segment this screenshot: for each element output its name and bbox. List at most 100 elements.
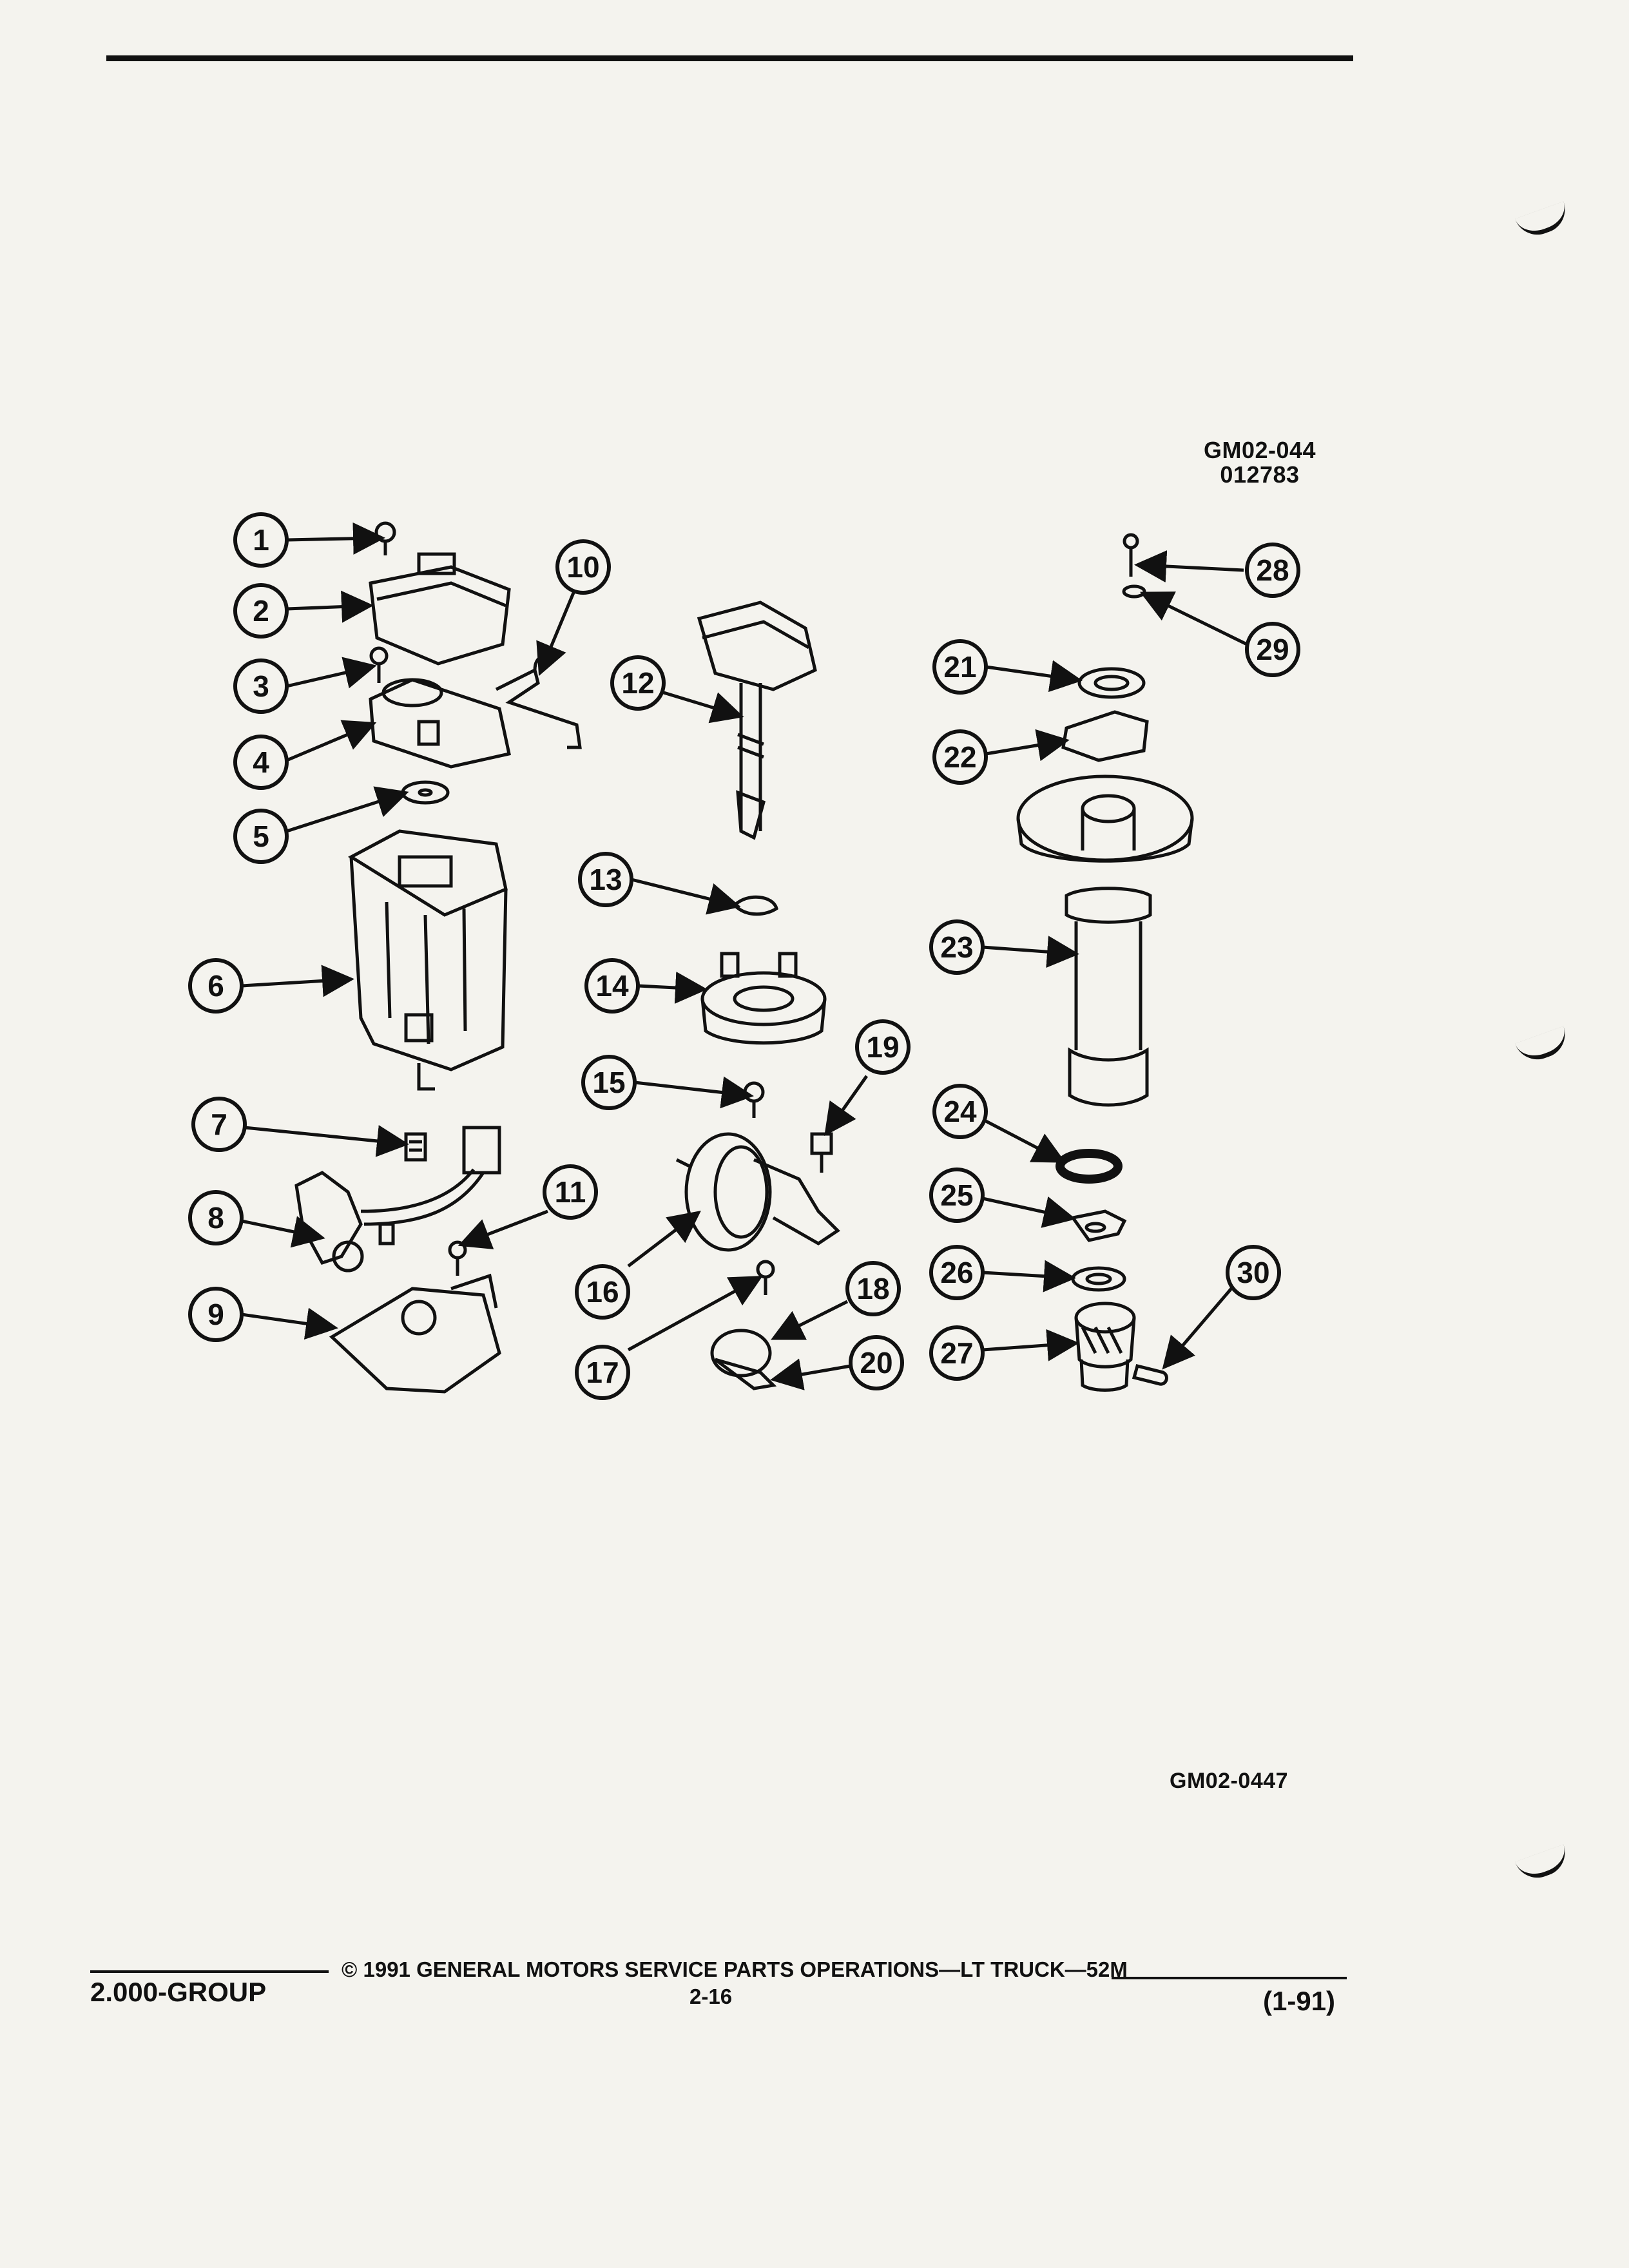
part-washer-26 (1071, 1266, 1126, 1292)
callout-4: 4 (233, 735, 289, 790)
svg-text:8: 8 (207, 1201, 224, 1235)
svg-text:19: 19 (866, 1030, 899, 1064)
callout-circles: 1 2 3 4 5 6 7 8 9 10 11 12 13 14 15 16 1… (188, 512, 1300, 1400)
callout-26: 26 (929, 1245, 985, 1300)
svg-text:20: 20 (860, 1346, 892, 1379)
callout-15: 15 (581, 1055, 637, 1110)
part-shaft-assembly-12 (697, 601, 817, 840)
part-seal-5 (401, 780, 450, 805)
callout-7: 7 (191, 1097, 247, 1152)
callout-3: 3 (233, 658, 289, 714)
svg-text:2: 2 (253, 594, 269, 628)
callout-23: 23 (929, 919, 985, 975)
svg-text:17: 17 (586, 1356, 619, 1389)
callout-27: 27 (929, 1325, 985, 1381)
part-screw-1 (374, 521, 396, 555)
svg-text:21: 21 (943, 650, 976, 684)
svg-text:27: 27 (940, 1336, 973, 1370)
part-coil-cover-2 (369, 552, 511, 666)
leader-arrows (241, 522, 1248, 1390)
callout-5: 5 (233, 809, 289, 864)
top-rule (106, 55, 1353, 61)
part-tang-washer-25 (1070, 1209, 1127, 1242)
svg-text:6: 6 (207, 969, 224, 1003)
callout-8: 8 (188, 1190, 244, 1245)
svg-text:3: 3 (253, 669, 269, 703)
footer-group: 2.000-GROUP (90, 1977, 267, 2007)
svg-text:9: 9 (207, 1298, 224, 1331)
part-connector-7 (404, 1132, 427, 1162)
svg-text:13: 13 (589, 863, 622, 896)
svg-text:10: 10 (566, 550, 599, 584)
svg-text:25: 25 (940, 1178, 973, 1212)
callout-19: 19 (855, 1019, 911, 1075)
callout-14: 14 (584, 958, 640, 1014)
part-retainer-13 (732, 895, 778, 916)
callout-12: 12 (610, 655, 666, 711)
part-roll-pin-30 (1132, 1363, 1168, 1386)
part-screw-28 (1123, 533, 1139, 577)
callout-10: 10 (555, 539, 611, 595)
svg-text:15: 15 (592, 1066, 625, 1099)
part-screw-17 (756, 1260, 775, 1295)
part-screw-11 (448, 1240, 467, 1276)
svg-text:12: 12 (621, 666, 654, 700)
callout-25: 25 (929, 1168, 985, 1223)
callout-17: 17 (575, 1345, 630, 1400)
part-distributor-cap-6 (347, 829, 508, 1091)
part-module-22 (1061, 710, 1149, 762)
part-screw-15 (743, 1081, 765, 1118)
svg-text:29: 29 (1256, 633, 1289, 666)
part-screw-3 (369, 646, 389, 683)
svg-text:18: 18 (856, 1272, 889, 1305)
figure-ref-code-top: GM02-044 012783 (1186, 438, 1334, 487)
svg-text:4: 4 (253, 745, 269, 779)
part-washer-29 (1122, 584, 1146, 599)
part-washer-21 (1077, 667, 1146, 699)
part-gear-27 (1074, 1302, 1136, 1392)
callout-21: 21 (932, 639, 988, 695)
callout-22: 22 (932, 729, 988, 785)
parts-artwork (294, 521, 1194, 1394)
callout-13: 13 (578, 852, 633, 907)
svg-text:14: 14 (595, 969, 629, 1003)
footer-rule-left (90, 1970, 329, 1973)
callout-2: 2 (233, 583, 289, 639)
figure-ref-code-bottom: GM02-0447 (1170, 1769, 1289, 1793)
svg-text:23: 23 (940, 930, 973, 964)
part-rotor-9 (329, 1273, 501, 1394)
svg-text:24: 24 (943, 1095, 977, 1128)
footer-copyright: © 1991 GENERAL MOTORS SERVICE PARTS OPER… (342, 1957, 1128, 1981)
part-pole-piece-14 (700, 952, 827, 1045)
part-ignition-coil-4 (369, 678, 511, 769)
part-washer-24 (1055, 1149, 1123, 1184)
part-module-harness-8 (294, 1126, 501, 1273)
callout-9: 9 (188, 1287, 244, 1342)
svg-text:30: 30 (1237, 1256, 1269, 1289)
callout-11: 11 (543, 1164, 598, 1220)
callout-18: 18 (845, 1261, 901, 1316)
footer-rule-right (1112, 1977, 1347, 1979)
svg-text:1: 1 (253, 523, 269, 557)
svg-text:11: 11 (555, 1175, 586, 1209)
svg-text:7: 7 (211, 1108, 227, 1141)
svg-text:16: 16 (586, 1275, 619, 1309)
ref-code-line-1: GM02-044 (1203, 437, 1316, 463)
callout-20: 20 (849, 1335, 904, 1390)
part-screw-19 (810, 1132, 833, 1173)
callout-30: 30 (1226, 1245, 1281, 1300)
footer-date-code: (1-91) (1263, 1986, 1336, 2016)
callout-1: 1 (233, 512, 289, 568)
svg-text:28: 28 (1256, 553, 1289, 587)
footer-page-number: 2-16 (689, 1984, 733, 2008)
callout-6: 6 (188, 958, 244, 1014)
part-strap-10 (495, 656, 582, 749)
callout-16: 16 (575, 1264, 630, 1320)
svg-text:26: 26 (940, 1256, 973, 1289)
callout-28: 28 (1245, 543, 1300, 598)
callout-24: 24 (932, 1084, 988, 1139)
part-capacitor-18-20 (710, 1329, 777, 1390)
svg-text:22: 22 (943, 740, 976, 774)
callout-29: 29 (1245, 622, 1300, 677)
